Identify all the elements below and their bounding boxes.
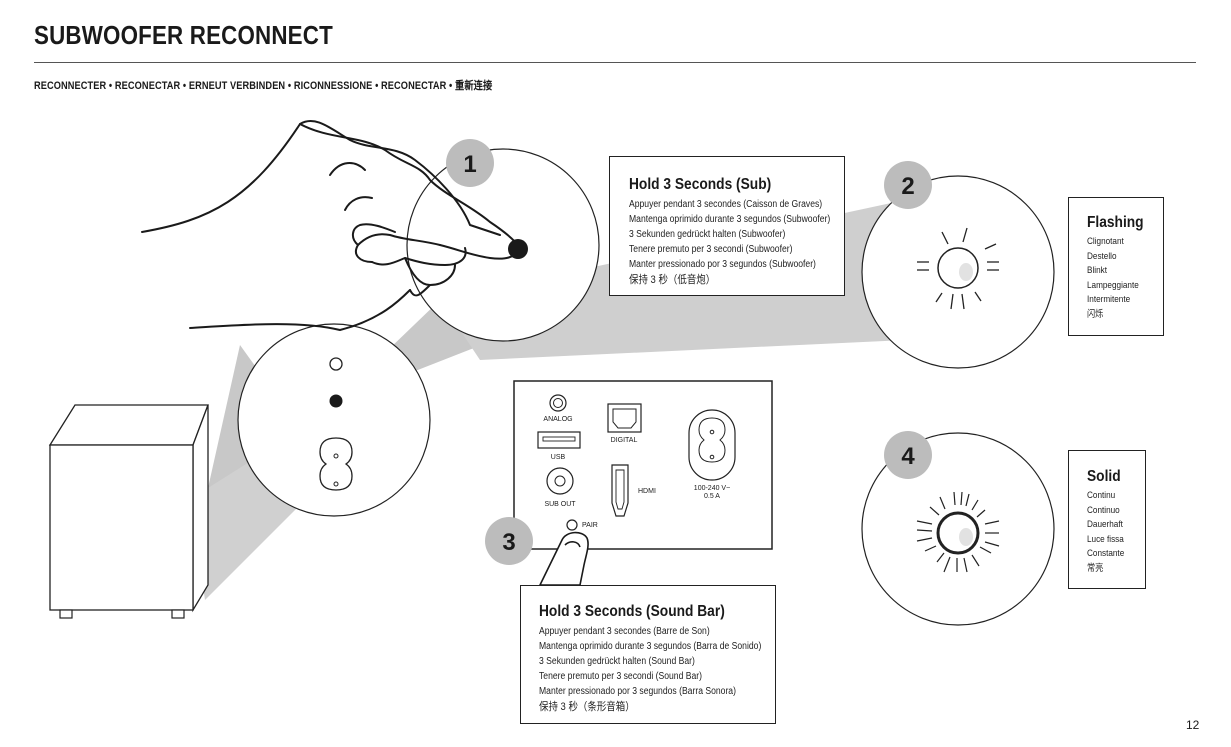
flashing-line-es: Destello — [1087, 250, 1117, 262]
finger-press-zoom — [406, 148, 600, 342]
subwoofer-led-indicator — [329, 357, 343, 371]
analog-label: ANALOG — [543, 416, 572, 423]
flashing-led-icon — [917, 227, 999, 310]
flashing-legend: Flashing Clignotant Destello Blinkt Lamp… — [1068, 197, 1164, 336]
step-badge-4: 4 — [884, 431, 932, 479]
hold-sub-line-fr: Appuyer pendant 3 secondes (Caisson de G… — [629, 199, 823, 210]
power-socket-icon — [319, 437, 353, 491]
solid-title: Solid — [1087, 468, 1121, 485]
step-badge-3: 3 — [485, 517, 533, 565]
flashing-title: Flashing — [1087, 214, 1144, 231]
hold-sub-line-zh: 保持 3 秒（低音炮） — [629, 274, 716, 286]
subwoofer-illustration — [48, 404, 209, 619]
soundbar-pair-button[interactable] — [566, 519, 578, 531]
hold-soundbar-line-zh: 保持 3 秒（条形音箱） — [539, 701, 635, 713]
hold-soundbar-line-es: Mantenga oprimido durante 3 segundos (Ba… — [539, 641, 762, 652]
hold-soundbar-line-it: Tenere premuto per 3 secondi (Sound Bar) — [539, 671, 703, 682]
hold-soundbar-line-pt: Manter pressionado por 3 segundos (Barra… — [539, 686, 736, 697]
svg-text:2: 2 — [901, 173, 914, 200]
hold-soundbar-instructions: Hold 3 Seconds (Sound Bar) Appuyer penda… — [520, 585, 776, 724]
page-number: 12 — [1186, 718, 1200, 732]
svg-text:3: 3 — [502, 529, 515, 556]
solid-line-de: Dauerhaft — [1087, 519, 1123, 531]
svg-text:1: 1 — [463, 151, 476, 178]
solid-line-es: Continuo — [1087, 504, 1120, 516]
hold-sub-line-es: Mantenga oprimido durante 3 segundos (Su… — [629, 214, 831, 225]
pressed-button-dot — [508, 239, 528, 259]
pair-label: PAIR — [582, 522, 598, 529]
solid-line-fr: Continu — [1087, 490, 1116, 501]
flashing-line-zh: 闪烁 — [1087, 308, 1104, 320]
subwoofer-pair-button — [329, 394, 343, 408]
hdmi-label: HDMI — [638, 488, 656, 495]
solid-legend: Solid Continu Continuo Dauerhaft Luce fi… — [1068, 450, 1146, 589]
soundbar-back-panel: ANALOG USB SUB OUT DIGITAL HDMI 100-240 … — [513, 380, 773, 550]
hold-soundbar-title: Hold 3 Seconds (Sound Bar) — [539, 603, 725, 620]
sub-out-label: SUB OUT — [544, 501, 576, 508]
step-badge-1: 1 — [446, 139, 494, 187]
hold-sub-line-de: 3 Sekunden gedrückt halten (Subwoofer) — [629, 229, 786, 240]
page-title: SUBWOOFER RECONNECT — [34, 20, 333, 50]
flashing-line-de: Blinkt — [1087, 265, 1107, 277]
hold-sub-line-pt: Manter pressionado por 3 segundos (Subwo… — [629, 259, 816, 270]
solid-line-zh: 常亮 — [1087, 562, 1104, 574]
hand-pressing-icon — [141, 120, 521, 331]
solid-led-icon — [916, 491, 1000, 573]
digital-label: DIGITAL — [611, 437, 638, 444]
hold-sub-instructions: Hold 3 Seconds (Sub) Appuyer pendant 3 s… — [609, 156, 845, 296]
solid-line-it: Luce fissa — [1087, 533, 1124, 545]
solid-line-pt: Constante — [1087, 548, 1125, 560]
title-divider — [34, 62, 1196, 63]
page-subtitle: RECONNECTER • RECONECTAR • ERNEUT VERBIN… — [34, 80, 493, 92]
power-rating-line2: 0.5 A — [704, 493, 720, 500]
subwoofer-back-zoom — [237, 323, 431, 517]
flashing-line-it: Lampeggiante — [1087, 279, 1139, 291]
flashing-line-pt: Intermitente — [1087, 294, 1131, 306]
hold-sub-line-it: Tenere premuto per 3 secondi (Subwoofer) — [629, 244, 793, 255]
usb-label: USB — [551, 454, 566, 461]
hold-sub-title: Hold 3 Seconds (Sub) — [629, 176, 772, 193]
hold-soundbar-line-fr: Appuyer pendant 3 secondes (Barre de Son… — [539, 626, 710, 637]
hold-soundbar-line-de: 3 Sekunden gedrückt halten (Sound Bar) — [539, 656, 695, 667]
finger-pressing-pair-icon — [539, 531, 589, 586]
svg-text:4: 4 — [901, 443, 915, 470]
step-badge-2: 2 — [884, 161, 932, 209]
power-rating-line1: 100-240 V~ — [694, 485, 730, 492]
flashing-line-fr: Clignotant — [1087, 236, 1124, 247]
